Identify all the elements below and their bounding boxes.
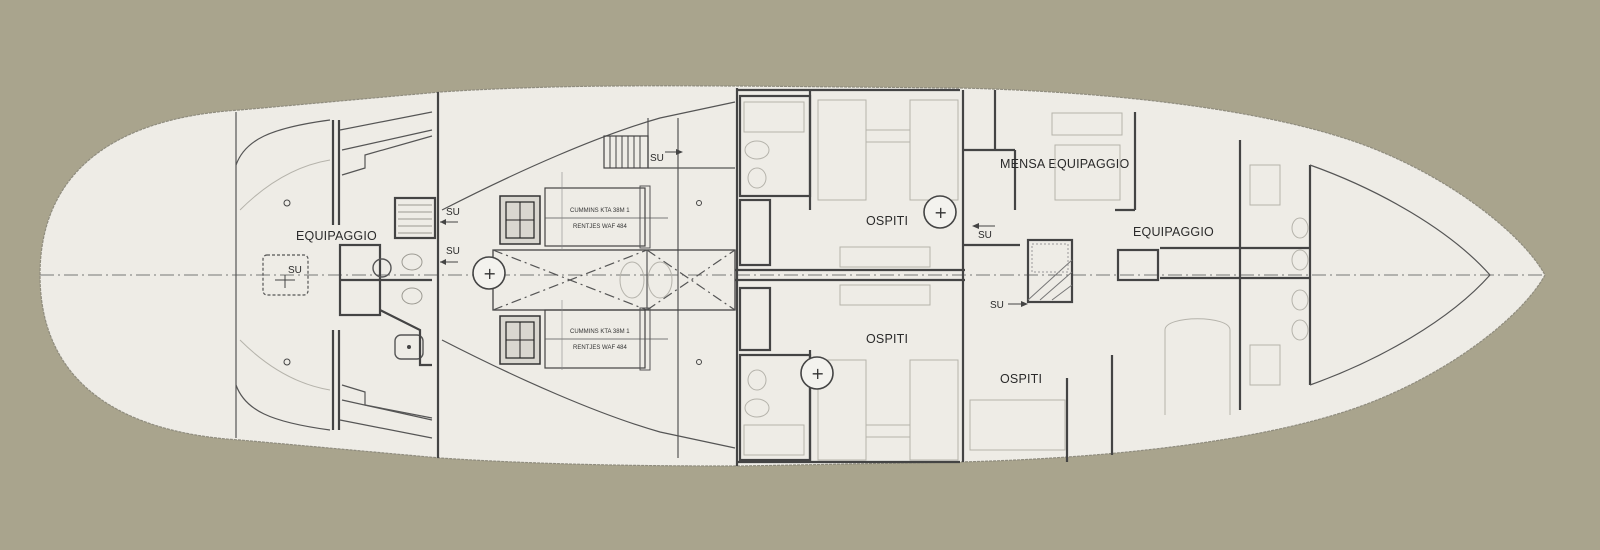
toilet-icon bbox=[401, 253, 423, 271]
toilet-icon bbox=[401, 287, 423, 305]
room-label-ospiti-starboard: OSPITI bbox=[866, 332, 908, 346]
deck-fitting bbox=[283, 199, 291, 207]
escape-hatch-icon: + bbox=[472, 256, 506, 290]
su-label: SU bbox=[446, 246, 460, 257]
sink-icon bbox=[394, 334, 424, 360]
room-label-mensa-equipaggio: MENSA EQUIPAGGIO bbox=[1000, 157, 1129, 171]
sink-icon bbox=[747, 369, 767, 391]
toilet-icon bbox=[1291, 249, 1309, 271]
sink-icon bbox=[1291, 217, 1309, 239]
room-label-ospiti-port: OSPITI bbox=[866, 214, 908, 228]
svg-text:+: + bbox=[483, 264, 496, 283]
toilet-icon bbox=[744, 398, 770, 418]
engine-gearbox-label: RENTJES WAF 484 bbox=[573, 224, 627, 230]
svg-text:+: + bbox=[811, 364, 824, 383]
hatch-su bbox=[262, 254, 309, 296]
engine-model-label: CUMMINS KTA 38M 1 bbox=[570, 208, 630, 214]
sink-icon bbox=[747, 167, 767, 189]
hull-outline bbox=[39, 85, 1546, 467]
stairs bbox=[603, 135, 649, 169]
room-label-equipaggio-fwd: EQUIPAGGIO bbox=[1133, 225, 1214, 239]
su-label: SU bbox=[446, 207, 460, 218]
engine-2: CUMMINS KTA 38M 1 RENTJES WAF 484 bbox=[499, 300, 668, 371]
deck-fitting bbox=[283, 358, 291, 366]
su-label: SU bbox=[650, 153, 664, 164]
toilet-icon bbox=[1291, 319, 1309, 341]
engine-1: CUMMINS KTA 38M 1 RENTJES WAF 484 bbox=[499, 172, 668, 250]
escape-hatch-icon: + bbox=[923, 195, 957, 229]
spiral-stairs bbox=[1026, 238, 1074, 304]
sink-icon bbox=[1291, 289, 1309, 311]
engine-gearbox-label: RENTJES WAF 484 bbox=[573, 345, 627, 351]
toilet-icon bbox=[744, 140, 770, 160]
su-label: SU bbox=[978, 230, 992, 241]
room-label-ospiti-fwd: OSPITI bbox=[1000, 372, 1042, 386]
escape-hatch-icon: + bbox=[800, 356, 834, 390]
shower-grid bbox=[398, 204, 432, 234]
sink-icon bbox=[372, 258, 392, 278]
svg-text:+: + bbox=[934, 203, 947, 222]
su-label: SU bbox=[990, 300, 1004, 311]
engine-model-label: CUMMINS KTA 38M 1 bbox=[570, 329, 630, 335]
su-label: SU bbox=[288, 265, 302, 276]
room-label-equipaggio-aft: EQUIPAGGIO bbox=[296, 229, 377, 243]
